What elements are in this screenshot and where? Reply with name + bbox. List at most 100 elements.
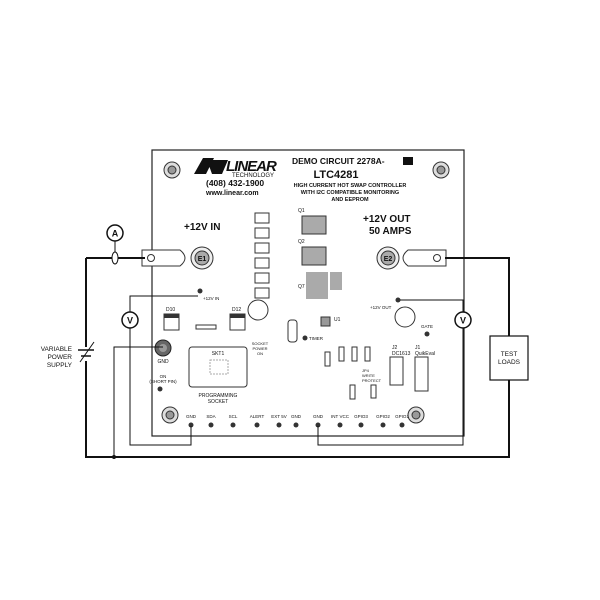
wp-label-2: WRITE [362,373,375,378]
turret-sda[interactable] [208,422,214,428]
ammeter-icon [106,224,124,242]
voltmeter-out-icon [454,311,472,329]
resistor-array [195,324,217,330]
turret-label: INT VCC [331,414,350,419]
turret-gnd[interactable] [293,422,299,428]
ic-u1 [320,316,331,327]
gnd-jack-label: GND [157,359,169,365]
mosfet-q2 [301,246,327,266]
turret-label: SCL [229,414,238,419]
input-label: +12V IN [184,222,220,233]
in-turret[interactable] [197,288,203,294]
turret-int-vcc[interactable] [337,422,343,428]
turret-ext-5v[interactable] [276,422,282,428]
j1-name: QuikEval [415,351,435,357]
jumpers[interactable] [324,346,377,400]
website: www.linear.com [205,190,259,197]
variable-supply-icon [78,341,95,363]
turret-gnd[interactable] [188,422,194,428]
on-turret[interactable] [157,386,163,392]
d10-label: D10 [166,307,175,313]
revision-box [403,157,413,165]
socket-power-label-3: ON [257,351,263,356]
crystal-component [287,319,298,343]
terminal-e1: E1 [198,256,207,263]
current-probe [111,251,119,265]
subtitle-line-2: WITH I2C COMPATIBLE MONITORING [301,190,399,196]
part-number: LTC4281 [313,169,358,181]
socket-label-2: SOCKET [208,399,229,405]
svg-text:LINEAR: LINEAR [226,158,277,175]
on-label: ON [160,374,167,379]
mosfet-q7-tab [330,272,342,290]
timer-label: TIMER [309,336,324,341]
subtitle-line-1: HIGH CURRENT HOT SWAP CONTROLLER [294,183,407,189]
socket-power-label-1: SOCKET [252,341,269,346]
connector-j1[interactable] [414,356,429,392]
terminal-e2: E2 [384,256,393,263]
q2-label: Q2 [298,239,305,245]
supply-label-3: SUPPLY [47,362,73,369]
turret-label: GPIO1 [395,414,409,419]
turret-gpio2[interactable] [380,422,386,428]
turret-gnd[interactable] [315,422,321,428]
turret-label: GND [186,414,197,419]
d12-label: D12 [232,307,241,313]
svg-text:TECHNOLOGY: TECHNOLOGY [232,173,274,179]
turret-label: GND [313,414,324,419]
mosfet-q1 [301,215,327,235]
wp-label-3: PROTECT [362,378,382,383]
out-turret[interactable] [395,297,401,303]
u1-label: U1 [334,317,341,323]
socket-power-label-2: POWER [252,346,267,351]
output-label-2: 50 AMPS [369,226,412,237]
junction-dot [112,455,116,459]
ammeter-label: A [112,229,119,239]
skt1-label: SKT1 [212,351,225,357]
mounting-holes [161,161,450,424]
test-loads-box [489,335,529,381]
q1-label: Q1 [298,208,305,214]
out-turret-label: +12V OUT [370,305,392,310]
linear-logo: LINEAR TECHNOLOGY [194,158,278,179]
turret-gpio1[interactable] [399,422,405,428]
sense-wiring [113,295,464,457]
socket-label-1: PROGRAMMING [199,393,238,399]
capacitor-c6 [247,299,269,321]
turret-label: SDA [206,414,215,419]
gate-label: GATE [421,324,433,329]
subtitle-line-3: AND EEPROM [331,197,369,203]
short-pin-label: (SHORT PIN) [149,379,177,384]
turret-label: ALERT [250,414,265,419]
output-lug [376,246,447,270]
phone-number: (408) 432-1900 [206,178,264,188]
supply-label-1: VARIABLE [41,346,73,353]
gate-turret[interactable] [424,331,430,337]
connector-j2[interactable] [389,356,404,386]
loads-label-2: LOADS [498,359,521,366]
loads-label-1: TEST [501,351,518,358]
q7-label: Q7 [298,284,305,290]
j1-label: J1 [415,345,421,351]
turret-gpio3[interactable] [358,422,364,428]
turret-label: GPIO3 [354,414,368,419]
voltmeter-in-label: V [127,316,133,326]
j2-name: DC1613 [392,351,411,357]
in-turret-label: +12V IN [203,296,219,301]
input-lug [141,246,214,270]
j2-label: J2 [392,345,398,351]
supply-label-2: POWER [47,354,72,361]
output-label-1: +12V OUT [363,214,411,225]
wp-label-1: JP4 [362,368,370,373]
turret-alert[interactable] [254,422,260,428]
turret-scl[interactable] [230,422,236,428]
timer-turret[interactable] [302,335,308,341]
sense-resistors [254,212,270,299]
mosfet-q7 [306,272,328,299]
turret-label: EXT 5V [271,414,286,419]
voltmeter-out-label: V [460,316,466,326]
programming-socket[interactable] [188,346,248,388]
board-title: DEMO CIRCUIT 2278A- [292,156,385,166]
